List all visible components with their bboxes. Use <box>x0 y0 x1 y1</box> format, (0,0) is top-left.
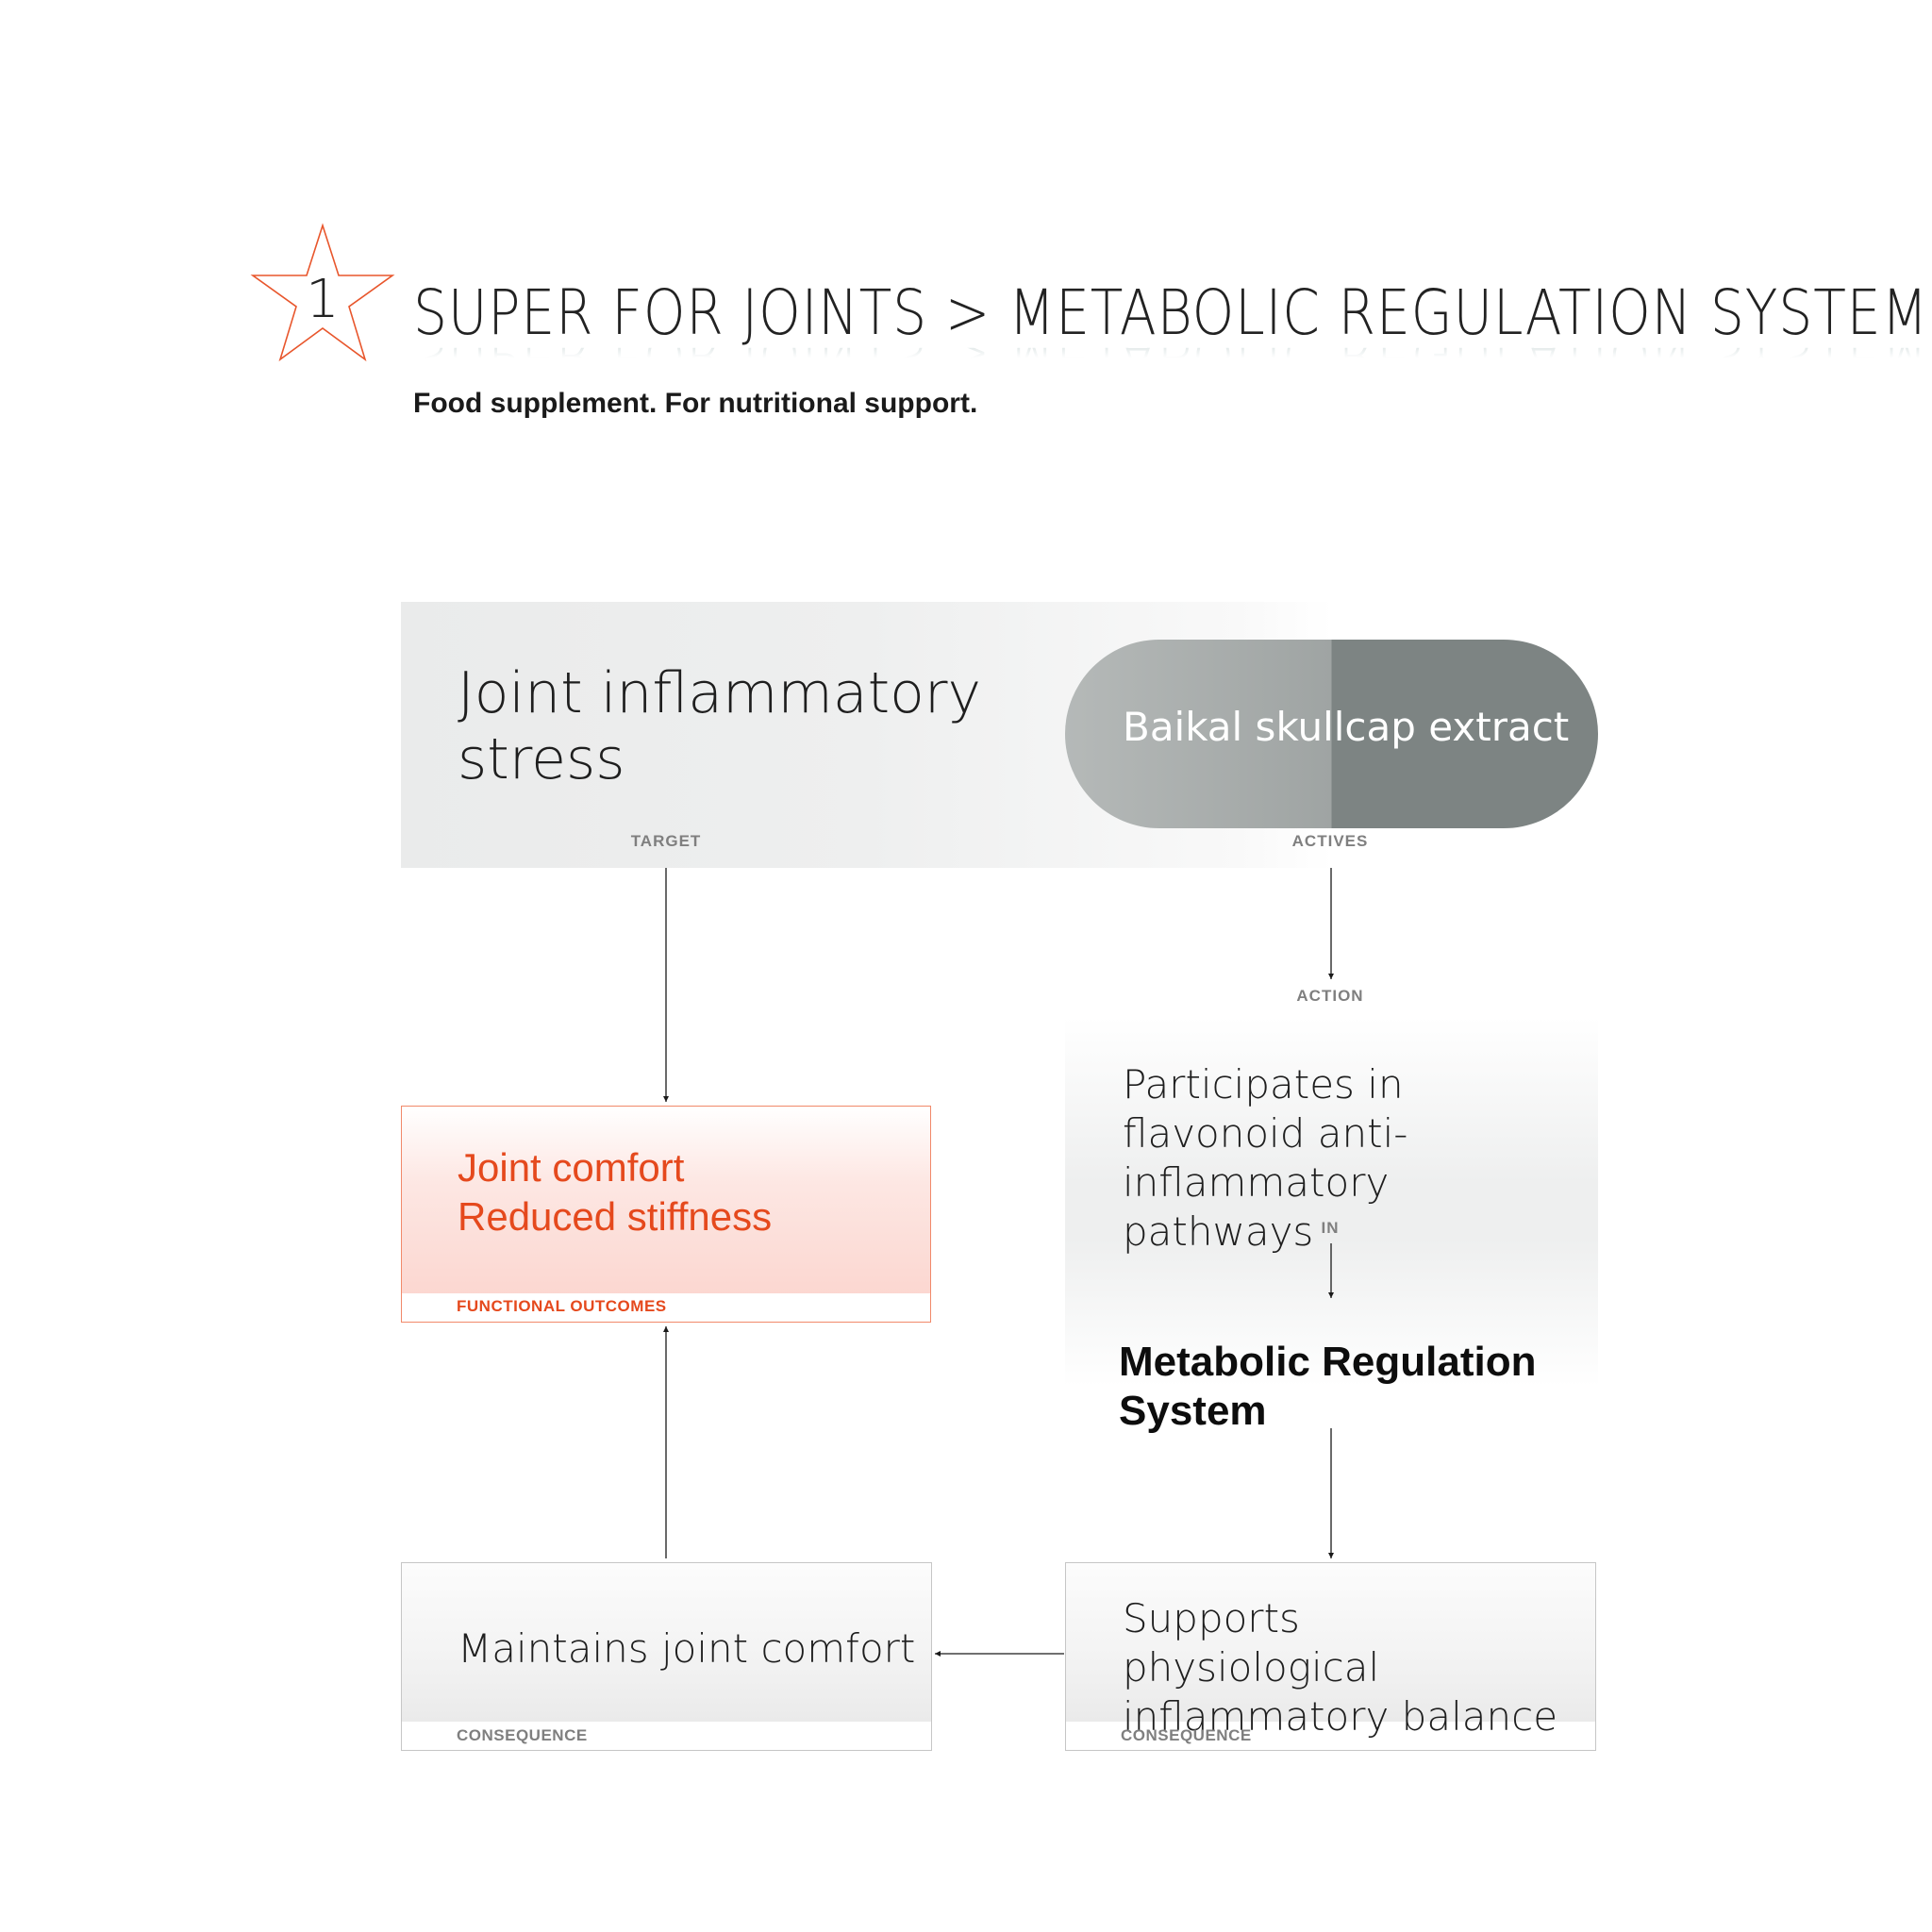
star-number: 1 <box>306 269 340 330</box>
consequence-left-box <box>401 1562 932 1751</box>
outcome-reduced-stiffness: Reduced stiffness <box>458 1194 773 1239</box>
system-name: Metabolic Regulation System <box>1119 1339 1537 1434</box>
consequence-right-label-strip <box>1066 1722 1595 1750</box>
actives-label: ACTIVES <box>1291 832 1369 850</box>
star-icon <box>250 223 395 362</box>
outcomes-label-strip <box>402 1293 930 1322</box>
consequence-right-label: CONSEQUENCE <box>1121 1726 1252 1744</box>
outcomes-text: Joint comfort Reduced stiffness <box>458 1143 901 1241</box>
consequence-left-label-strip <box>402 1722 931 1750</box>
action-panel <box>1065 1017 1598 1387</box>
consequence-right-box <box>1065 1562 1596 1751</box>
action-label: ACTION <box>1296 987 1364 1005</box>
outcome-joint-comfort: Joint comfort <box>458 1145 685 1190</box>
page-title: SUPER FOR JOINTS > METABOLIC REGULATION … <box>413 276 1929 349</box>
target-label: TARGET <box>630 832 702 850</box>
target-text: Joint inflammatory stress <box>458 660 982 792</box>
consequence-left-label: CONSEQUENCE <box>457 1726 588 1744</box>
in-label: IN <box>1321 1219 1340 1237</box>
consequence-right-text: Supports physiological inflammatory bala… <box>1123 1595 1558 1740</box>
actives-text: Baikal skullcap extract <box>1123 704 1570 750</box>
action-text: Participates in flavonoid anti-inflammat… <box>1123 1061 1408 1255</box>
outcomes-label: FUNCTIONAL OUTCOMES <box>457 1297 667 1315</box>
consequence-left-text: Maintains joint comfort <box>458 1625 916 1672</box>
actives-pill <box>1065 640 1598 828</box>
outcomes-box <box>401 1106 931 1323</box>
page-subtitle: Food supplement. For nutritional support… <box>413 388 978 419</box>
